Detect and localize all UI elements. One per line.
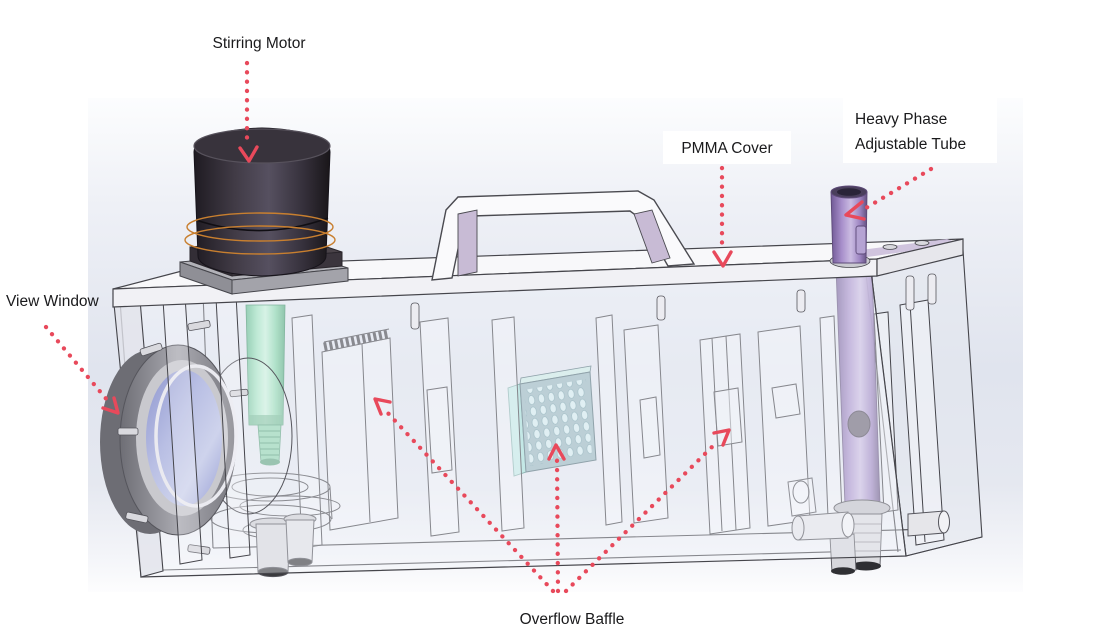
overflow-baffle-arrowhead-left — [373, 397, 392, 416]
cover-studs — [410, 273, 937, 330]
window-bolts — [117, 320, 249, 555]
annotation-arrows — [43, 60, 934, 594]
view-window-arrow — [43, 324, 111, 404]
comb-baffle — [321, 328, 399, 531]
handle-right-accent — [633, 209, 671, 264]
overflow-baffle-arrow-middle — [554, 457, 561, 594]
pmma-cover-label: PMMA Cover — [681, 140, 772, 157]
baffle-plates-rear — [595, 299, 945, 546]
overflow-baffle-arrowhead-middle — [547, 443, 566, 461]
window-glass-highlight — [154, 364, 238, 508]
view-window-label: View Window — [6, 293, 100, 310]
heavy-phase-arrow — [863, 166, 934, 211]
baffle-plates-front — [291, 314, 525, 549]
window-glass — [146, 370, 222, 506]
drain-fittings-left — [249, 513, 317, 578]
overflow-baffle-label: Overflow Baffle — [520, 611, 625, 628]
stirring-shaft — [245, 304, 286, 466]
heavy-phase-arrowhead — [844, 200, 866, 221]
pmma-cover-arrowhead — [712, 250, 733, 268]
overflow-baffle-arrowhead-right — [712, 428, 731, 447]
view-window-arrowhead — [101, 396, 120, 415]
heavy-phase-tube-upper — [830, 185, 868, 264]
carry-handle — [431, 190, 696, 281]
handle-left-accent — [457, 209, 478, 277]
motor-ring-highlight — [184, 212, 336, 255]
stirring-motor-part — [179, 127, 349, 295]
heavy-phase-tube-lower — [829, 267, 891, 575]
heavy-phase-label: Heavy Phase Adjustable Tube — [855, 111, 966, 153]
overflow-baffle-plate — [507, 365, 597, 477]
overflow-baffle-arrow-left — [383, 408, 556, 594]
drain-pipe-fittings-right — [787, 477, 950, 541]
stirring-motor-label: Stirring Motor — [212, 35, 305, 52]
overflow-baffle-arrow-right — [563, 438, 721, 594]
pmma-cover-label-box — [663, 131, 791, 164]
stirring-motor-arrowhead — [238, 145, 259, 163]
heavy-phase-label-box — [843, 97, 997, 163]
